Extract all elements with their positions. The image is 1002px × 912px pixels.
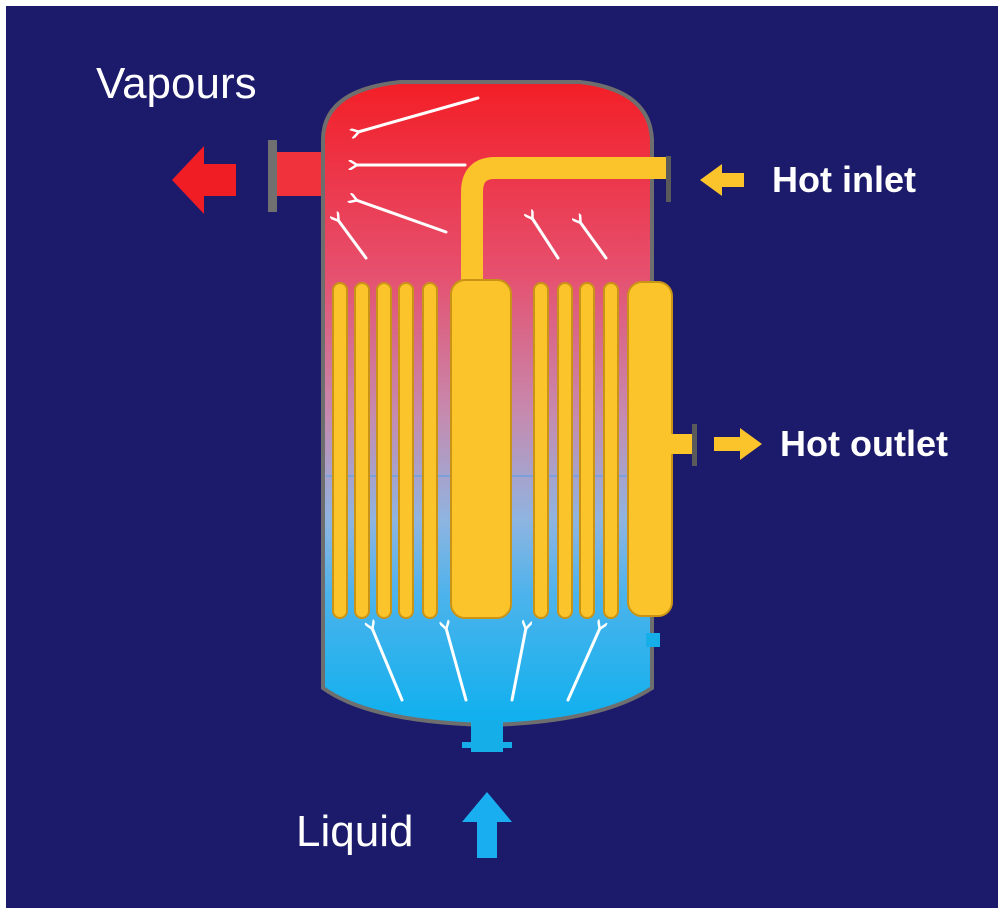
- heating-jacket: [627, 281, 673, 617]
- hot-inlet-pipe: [461, 157, 670, 292]
- liquid-flow-arrow: [446, 628, 468, 702]
- heating-tube: [603, 282, 619, 619]
- heating-tube: [557, 282, 573, 619]
- hot-outlet-label: Hot outlet: [780, 423, 948, 464]
- vapour-flow-arrows: [338, 96, 608, 260]
- liquid-inlet-flange: [462, 742, 512, 748]
- liquid-flow-arrow: [372, 628, 404, 702]
- vapour-flow-arrow: [580, 222, 608, 260]
- hot-outlet-arrow: [714, 428, 762, 460]
- heating-tube: [354, 282, 370, 619]
- liquid-label: Liquid: [296, 807, 414, 856]
- vapour-flow-arrow: [532, 218, 560, 260]
- vapours-out-arrow: [172, 146, 236, 214]
- liquid-flow-arrow: [510, 628, 526, 702]
- heating-tube: [533, 282, 549, 619]
- vapour-outlet-flange: [268, 140, 277, 212]
- vapour-flow-arrow: [358, 96, 480, 132]
- heating-tube: [376, 282, 392, 619]
- hot-inlet-flange: [666, 156, 671, 202]
- hot-outlet-flange: [692, 424, 697, 466]
- heating-tube: [332, 282, 348, 619]
- heating-tubes: [332, 282, 619, 619]
- hot-inlet-arrow: [700, 164, 744, 196]
- heating-tube: [579, 282, 595, 619]
- heating-tube: [398, 282, 414, 619]
- drain-nozzle: [646, 633, 660, 647]
- vapour-outlet-pipe: [276, 152, 328, 196]
- liquid-in-arrow: [462, 792, 512, 858]
- liquid-flow-arrows: [372, 628, 600, 702]
- vapours-label: Vapours: [96, 59, 257, 108]
- vapour-flow-arrow: [356, 200, 448, 234]
- hot-outlet-pipe: [666, 434, 694, 454]
- central-heating-chamber: [450, 279, 512, 619]
- vapour-flow-arrow: [338, 220, 368, 260]
- heating-tube: [422, 282, 438, 619]
- liquid-flow-arrow: [566, 628, 600, 702]
- hot-inlet-label: Hot inlet: [772, 159, 916, 200]
